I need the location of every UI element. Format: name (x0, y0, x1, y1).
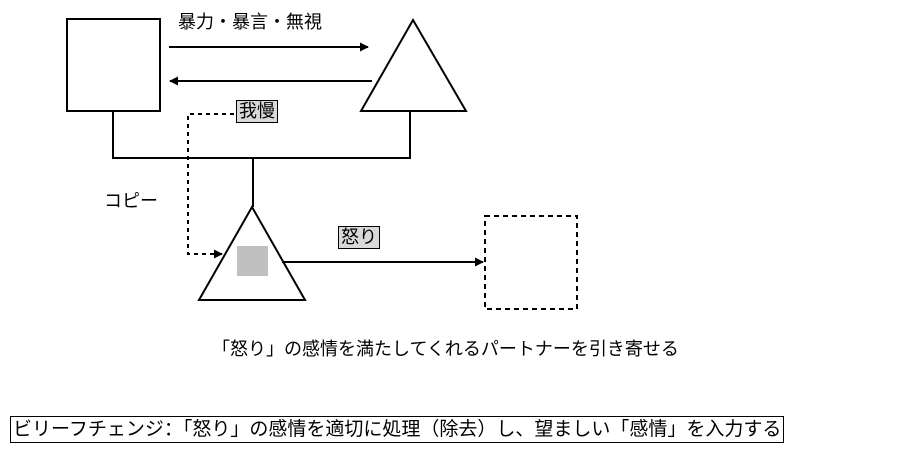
dashed-endurance-arrow (187, 113, 234, 259)
parent-triangle-node (359, 17, 468, 112)
endurance-label: 我慢 (236, 100, 278, 123)
child-inner-square (237, 246, 268, 276)
diagram-caption: 「怒り」の感情を満たしてくれるパートナーを引き寄せる (212, 339, 679, 360)
violence-label: 暴力・暴言・無視 (178, 12, 322, 33)
belief-change-footer: ビリーフチェンジ：「怒り」の感情を適切に処理（除去）し、望ましい「感情」を入力す… (10, 416, 785, 443)
family-connector-line (112, 111, 411, 159)
parent-square-node (66, 18, 161, 112)
anger-label: 怒り (338, 226, 380, 249)
copy-label: コピー (104, 191, 158, 212)
partner-dashed-square (484, 215, 578, 310)
